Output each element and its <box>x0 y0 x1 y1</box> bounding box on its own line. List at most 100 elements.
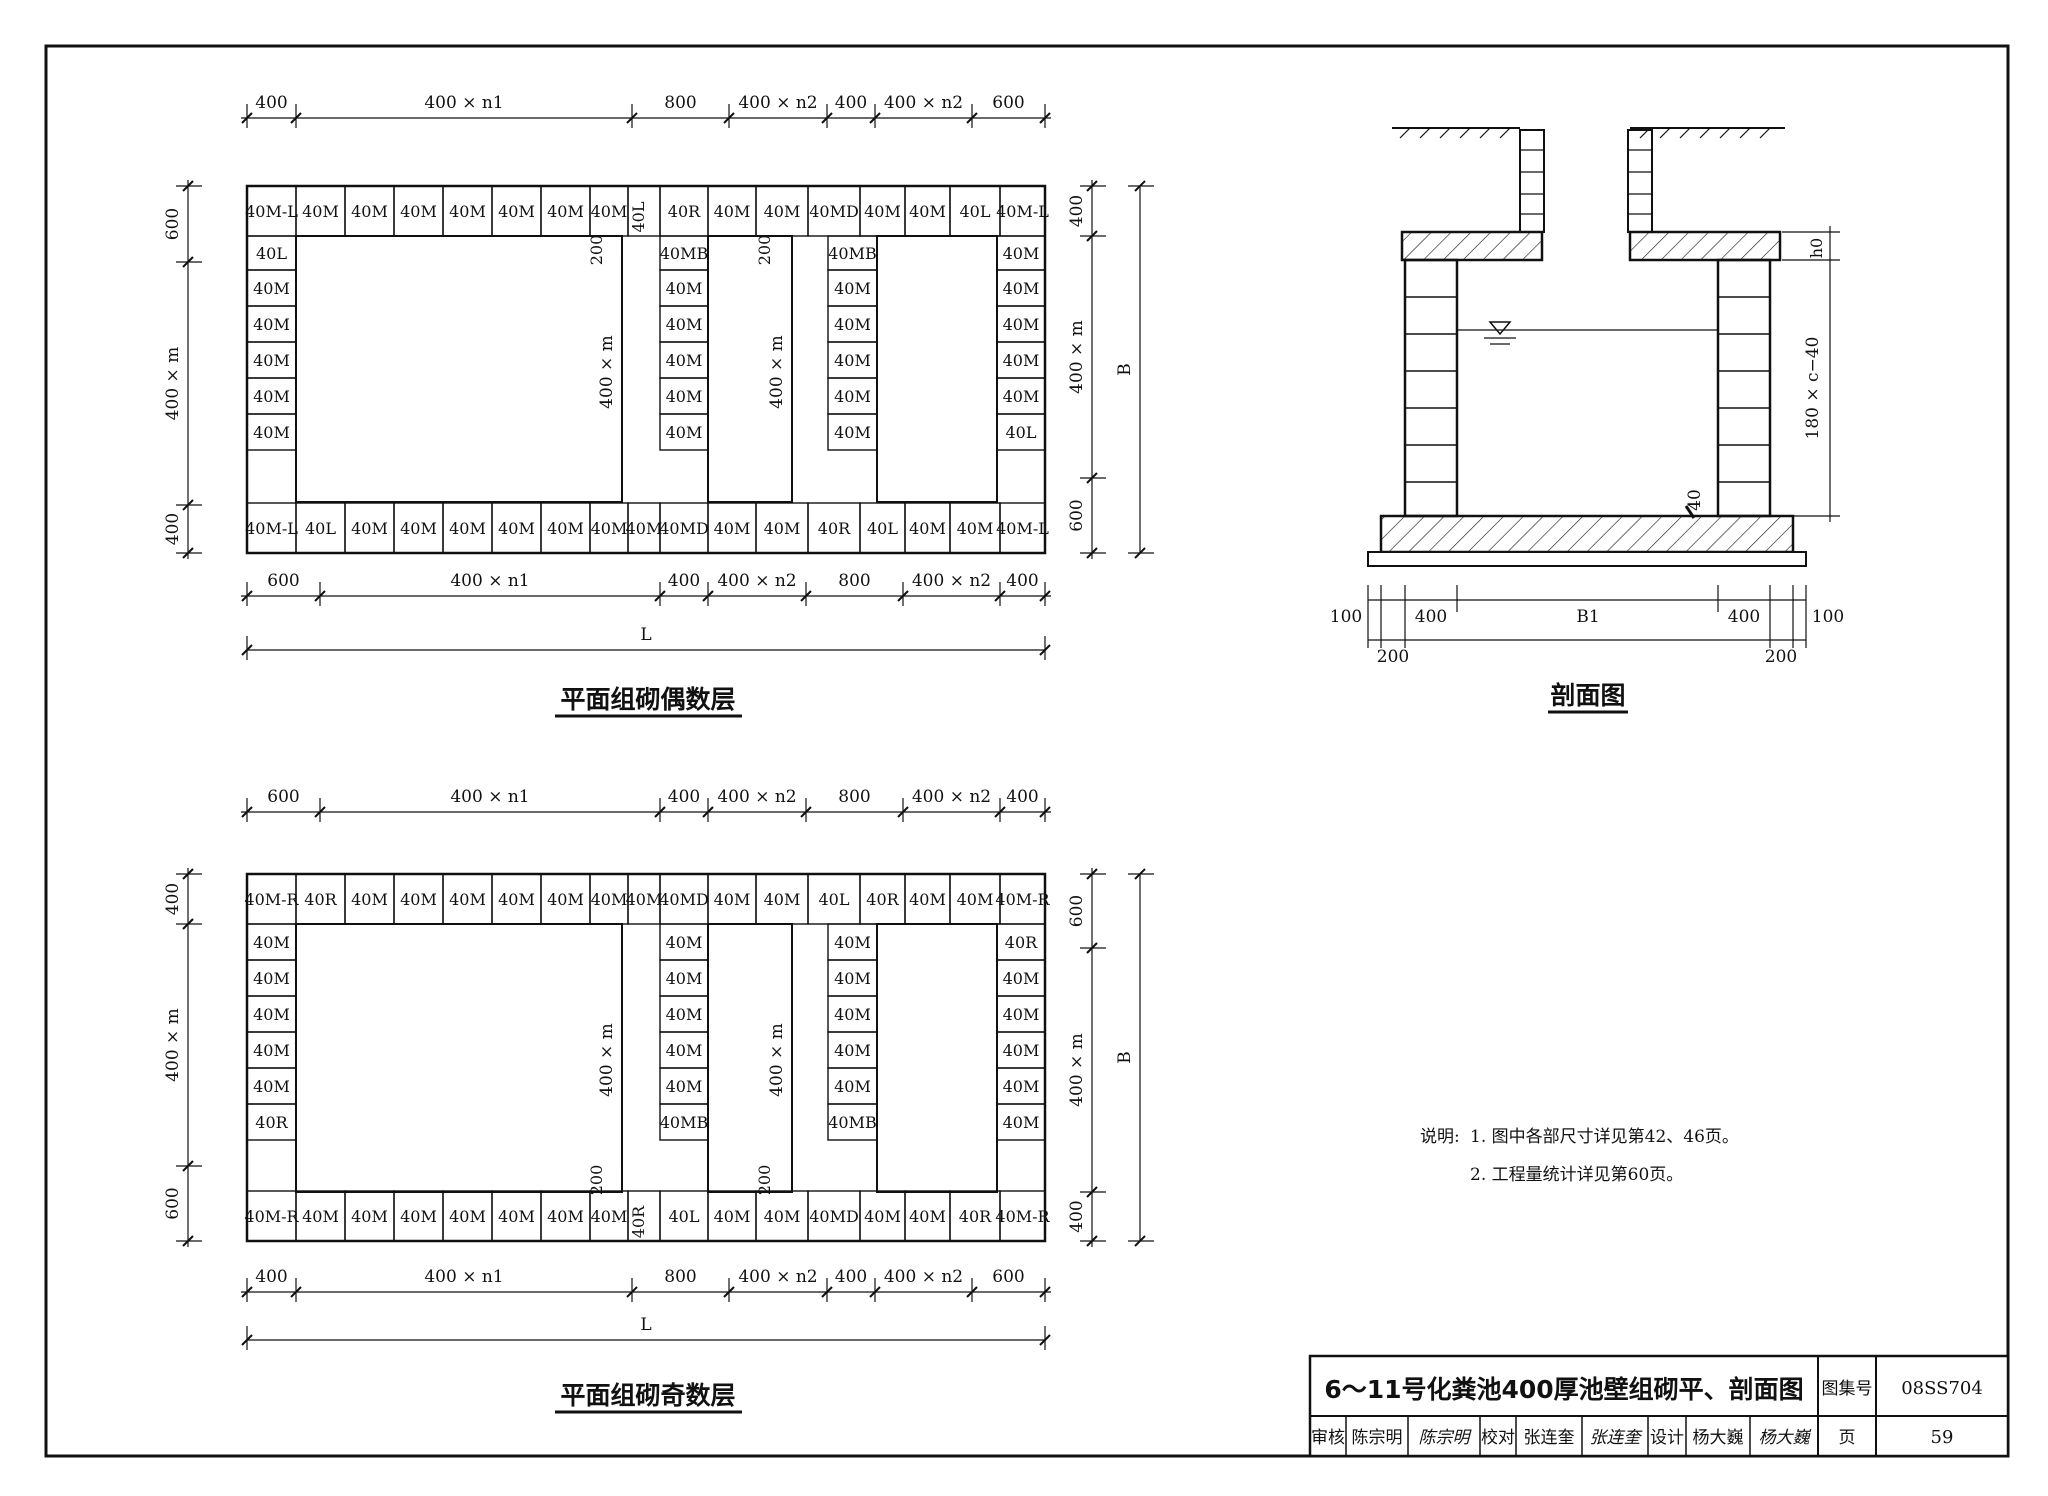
top-row-block-label: 40M <box>714 890 751 909</box>
design-label: 设计 <box>1650 1428 1684 1448</box>
page-number: 59 <box>1931 1427 1954 1448</box>
top-row-block-label: 40M <box>351 202 388 221</box>
mid-col-a-block-label: 40M <box>666 1041 703 1060</box>
bottom-row-block-label: 40M <box>547 519 584 538</box>
ground-hatch <box>1399 127 1771 139</box>
section-dim-4: 400 <box>1728 607 1760 627</box>
bottom-dim-label: 400 <box>1006 571 1038 591</box>
right-col-block-label: 40L <box>1006 423 1037 442</box>
reviewer-signature: 陈宗明 <box>1419 1428 1473 1448</box>
top-row-block-label: 40M <box>547 202 584 221</box>
notes-title: 说明: <box>1420 1127 1460 1147</box>
top-row-block-label: 40MD <box>659 890 709 909</box>
designer-signature: 杨大巍 <box>1759 1428 1812 1448</box>
mid-col-a-block-label: 40MB <box>660 1113 709 1132</box>
mid-col-b-block-label: 40M <box>834 387 871 406</box>
top-row-block-label: 40L <box>629 201 648 232</box>
bottom-row-block-label: 40R <box>959 1207 992 1226</box>
left-col-block-label: 40M <box>253 423 290 442</box>
internal-dim-2: 400 × m <box>767 1023 787 1097</box>
bottom-row-block-label: 40M <box>351 1207 388 1226</box>
bottom-dim-slash <box>241 590 253 602</box>
bottom-row-block <box>999 502 1046 554</box>
top-dim-slash <box>241 112 253 124</box>
bottom-row-block-label: 40M <box>498 1207 535 1226</box>
mid-col-b-block-label: 40MB <box>828 244 877 263</box>
note-1: 1. 图中各部尺寸详见第42、46页。 <box>1470 1127 1739 1147</box>
bottom-dim-label: 400 <box>255 1267 287 1287</box>
bottom-dim-slash <box>314 590 326 602</box>
mid-col-a-block <box>659 413 709 451</box>
bottom-dim-slash <box>869 1286 881 1298</box>
top-row-block-label: 40L <box>819 890 850 909</box>
drawing-title: 6～11号化粪池400厚池壁组砌平、剖面图 <box>1324 1375 1803 1404</box>
mid-col-a-block-label: 40M <box>666 387 703 406</box>
bottom-dim-label: 400 × n2 <box>912 571 991 591</box>
bottom-row-block-label: 40M <box>449 519 486 538</box>
top-dim-slash <box>241 806 253 818</box>
bottom-row-block-label: 40M <box>764 519 801 538</box>
bottom-row-block <box>999 1190 1046 1242</box>
top-dim-slash <box>702 806 714 818</box>
top-dim-label: 400 <box>1006 787 1038 807</box>
bottom-row-block-label: 40L <box>867 519 898 538</box>
top-row-block-label: 40M-L <box>996 202 1049 221</box>
top-row-block-label: 40M <box>498 202 535 221</box>
mid-col-b-block-label: 40M <box>834 933 871 952</box>
overall-width-slash <box>1134 180 1146 192</box>
top-row-block-label: 40R <box>668 202 701 221</box>
top-row-block-label: 40M <box>351 890 388 909</box>
bottom-row-block-label: 40L <box>305 519 336 538</box>
bottom-dim-label: 400 × n2 <box>717 571 796 591</box>
right-col-block-label: 40M <box>1003 315 1040 334</box>
internal-dim-4: 200 <box>755 235 774 266</box>
overall-length-label: L <box>640 1315 651 1335</box>
left-dim-label: 400 <box>163 513 183 545</box>
mid-col-b-block-label: 40M <box>834 1041 871 1060</box>
top-row-block-label: 40MD <box>809 202 859 221</box>
bottom-dim-label: 400 × n1 <box>450 571 529 591</box>
overall-width-slash <box>1134 547 1146 559</box>
mid-col-b-block <box>827 413 878 451</box>
bottom-row-block-label: 40M <box>864 1207 901 1226</box>
internal-dim-2: 400 × m <box>767 335 787 409</box>
top-row-block-label: 40M <box>591 202 628 221</box>
bottom-row-block-label: 40M <box>626 519 663 538</box>
left-col-block-label: 40M <box>253 1005 290 1024</box>
even-plan-caption: 平面组砌偶数层 <box>560 685 735 714</box>
top-row-block-label: 40M <box>957 890 994 909</box>
bottom-row-block-label: 40M <box>400 519 437 538</box>
right-col-block-label: 40M <box>1003 1113 1040 1132</box>
left-dim-slash <box>182 180 194 192</box>
left-dim-slash <box>182 918 194 930</box>
bottom-row-block-label: 40M <box>591 519 628 538</box>
slab-thickness-label: h0 <box>1807 238 1826 258</box>
right-col-block <box>996 1103 1046 1141</box>
left-col-block-label: 40M <box>253 387 290 406</box>
wall-outline <box>245 184 1047 555</box>
top-dim-label: 400 × n1 <box>450 787 529 807</box>
top-dim-label: 600 <box>992 93 1024 113</box>
mid-col-b-block-label: 40M <box>834 1005 871 1024</box>
overall-length-slash <box>241 1334 253 1346</box>
top-dim-label: 400 × n1 <box>424 93 503 113</box>
left-dim-label: 400 × m <box>163 1008 183 1082</box>
sheet-border <box>44 44 2010 1458</box>
bottom-dim-label: 800 <box>664 1267 696 1287</box>
left-col-block <box>246 413 297 451</box>
top-dim-slash <box>1039 806 1051 818</box>
left-dim-slash <box>182 1235 194 1247</box>
right-dim-slash <box>1086 868 1098 880</box>
bottom-row-block-label: 40M <box>714 1207 751 1226</box>
mid-col-b-block-label: 40M <box>834 1077 871 1096</box>
top-row-block-label: 40M-R <box>995 890 1050 909</box>
page-label: 页 <box>1839 1428 1856 1448</box>
check-label: 校对 <box>1481 1428 1515 1448</box>
bottom-dim-slash <box>897 590 909 602</box>
top-row-block-label: 40M <box>591 890 628 909</box>
right-dim-slash <box>1086 547 1098 559</box>
atlas-number: 08SS704 <box>1901 1378 1983 1399</box>
top-dim-label: 400 <box>255 93 287 113</box>
mid-col-b-block-label: 40M <box>834 969 871 988</box>
inner-chamber-3 <box>876 923 998 1193</box>
